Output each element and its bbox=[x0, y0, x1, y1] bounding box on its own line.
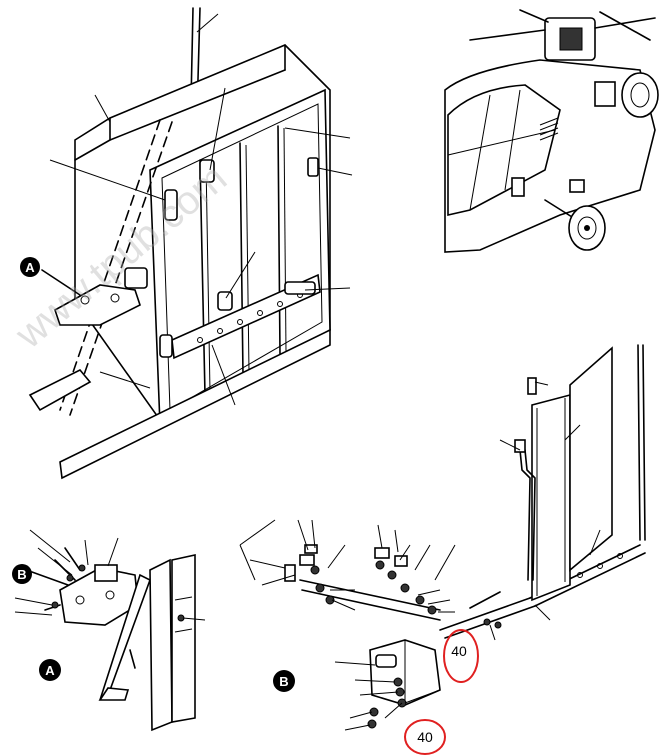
item-callout-40-lower: 40 bbox=[404, 719, 446, 755]
vent-grille bbox=[539, 117, 559, 141]
helicopter-locator-view bbox=[444, 9, 659, 253]
detail-a-label: A bbox=[39, 659, 61, 681]
callout-a: A bbox=[20, 257, 40, 277]
callout-a-label: A bbox=[25, 260, 35, 275]
linkage-cluster bbox=[284, 544, 441, 621]
item-number-upper: 40 bbox=[451, 643, 467, 659]
detail-b-label: B bbox=[273, 670, 295, 692]
detail-b-letter: B bbox=[279, 674, 288, 689]
item-number-lower: 40 bbox=[417, 729, 433, 745]
callout-b-label: B bbox=[17, 567, 26, 582]
detail-a-letter: A bbox=[45, 663, 55, 678]
callout-b: B bbox=[12, 564, 32, 584]
item-callout-40-upper: 40 bbox=[443, 629, 479, 683]
fitting-a bbox=[54, 267, 148, 326]
detail-b-view bbox=[239, 344, 646, 731]
detail-a-view bbox=[14, 529, 206, 732]
main-panel-view bbox=[28, 7, 353, 480]
